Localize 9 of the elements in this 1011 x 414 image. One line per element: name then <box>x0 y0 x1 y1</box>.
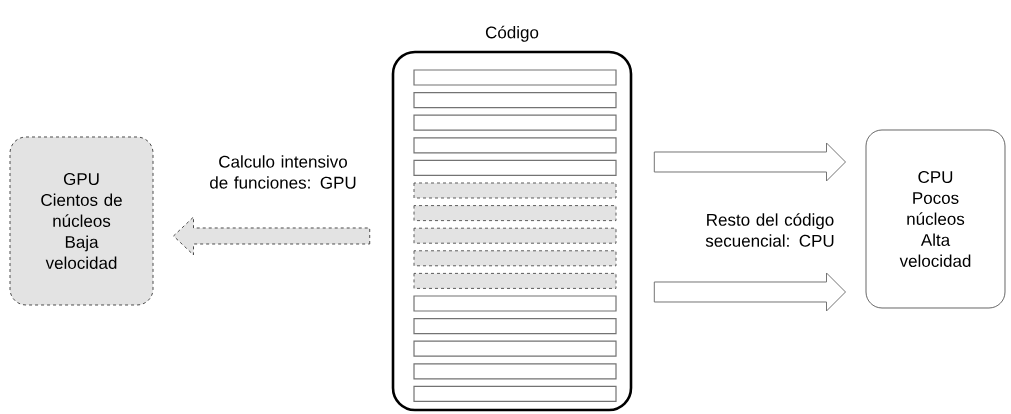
block-arrow <box>653 272 846 312</box>
code-box: Código <box>391 25 633 412</box>
processor-box: CPU Pocos núcleos Alta velocidad <box>865 129 1006 309</box>
processor-box: GPU Cientos de núcleos Baja velocidad <box>9 136 154 306</box>
note-label: Resto del código secuencial: CPU <box>705 213 834 247</box>
node-label: Código <box>485 25 539 42</box>
edge-label: Calculo intensivo de funciones: GPU <box>210 155 356 189</box>
block-arrow <box>653 142 846 182</box>
block-arrow <box>173 216 371 256</box>
